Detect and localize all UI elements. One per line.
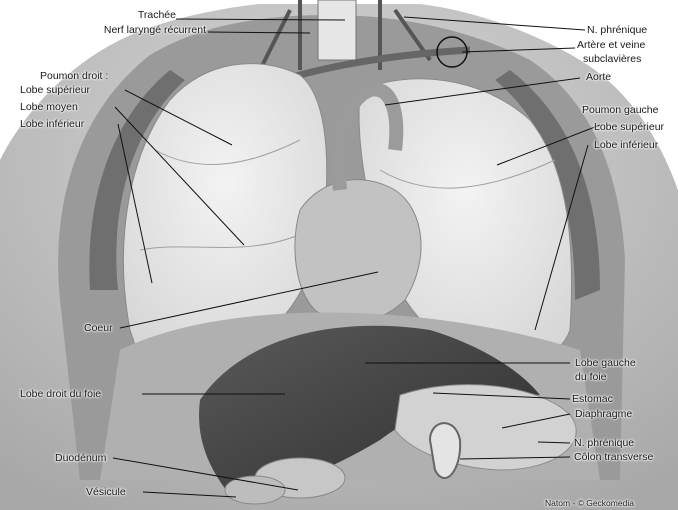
label-lobe-superieur-droit: Lobe supérieur: [20, 84, 90, 96]
gallbladder: [225, 476, 285, 504]
credit-text: Natom - © Geckomedia: [545, 497, 634, 509]
label-nerf-laryngé: Nerf laryngé récurrent: [36, 24, 206, 36]
label-diaphragme: Diaphragme: [575, 408, 632, 420]
label-vesicule: Vésicule: [86, 486, 126, 498]
label-n-phrenique-bottom: N. phrénique: [574, 437, 634, 449]
label-poumon-gauche: Poumon gauche: [582, 104, 658, 116]
label-poumon-droit: Poumon droit :: [40, 70, 108, 82]
label-lobe-moyen: Lobe moyen: [20, 101, 78, 113]
label-lobe-superieur-gauche: Lobe supérieur: [594, 121, 664, 133]
label-trachee: Trachée: [96, 9, 176, 21]
label-n-phrenique-top: N. phrénique: [587, 24, 647, 36]
label-duodenum: Duodénum: [55, 452, 106, 464]
label-lobe-inferieur-droit: Lobe inférieur: [20, 118, 84, 130]
label-estomac: Estomac: [572, 393, 613, 405]
label-artere-veine-1: Artère et veine: [577, 39, 645, 51]
label-artere-veine-2: subclavières: [583, 53, 641, 65]
label-lobe-inferieur-gauche: Lobe inférieur: [594, 139, 658, 151]
trachea-shape: [318, 0, 356, 60]
label-lobe-droit-foie: Lobe droit du foie: [20, 388, 101, 400]
label-lobe-gauche-foie-1: Lobe gauche: [575, 357, 636, 369]
label-colon-transverse: Côlon transverse: [574, 451, 653, 463]
colon-shape: [430, 423, 460, 478]
label-aorte: Aorte: [586, 71, 611, 83]
label-lobe-gauche-foie-2: du foie: [575, 371, 607, 383]
label-coeur: Coeur: [84, 322, 113, 334]
heart: [295, 180, 421, 323]
